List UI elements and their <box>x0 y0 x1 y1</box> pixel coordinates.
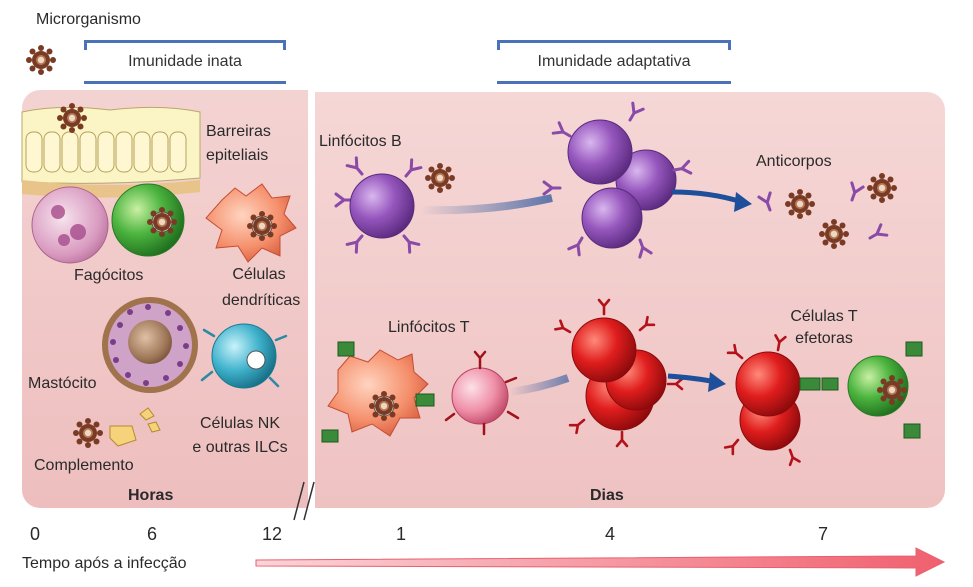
barriers-label: Barreiras epiteliais <box>206 120 271 168</box>
b-arrow-head <box>734 192 752 212</box>
complement-label: Complemento <box>34 457 134 474</box>
t-effector-label: Células T efetoras <box>778 306 870 350</box>
t-effector-line-2: efetoras <box>795 330 853 347</box>
phagocytes-label: Fagócitos <box>74 267 144 284</box>
t-flow-arrow <box>509 374 570 396</box>
tick-6: 6 <box>147 524 158 544</box>
adaptive-immunity-header: Imunidade adaptativa <box>497 40 731 84</box>
effector-t-cells <box>723 334 923 467</box>
epithelial-barrier <box>21 103 201 198</box>
barriers-line-2: epiteliais <box>206 147 269 164</box>
antibodies-label: Anticorpos <box>756 153 832 170</box>
t-lymphocyte <box>451 367 509 425</box>
axis-break <box>293 481 315 521</box>
complement-protein <box>109 425 137 447</box>
dendritic-label: Células dendríticas <box>222 262 301 314</box>
dendritic-cell <box>205 183 297 263</box>
tick-12: 12 <box>262 524 283 544</box>
dendritic-line-2: dendríticas <box>222 292 301 309</box>
t-lymphocyte-label: Linfócitos T <box>388 319 470 336</box>
microorganism-label: Microrganismo <box>36 11 141 28</box>
antigen-presenting-cell <box>321 341 435 443</box>
time-arrow <box>255 547 946 577</box>
tick-7-day: 7 <box>818 524 829 544</box>
mast-label: Mastócito <box>28 375 97 392</box>
adaptive-immunity-label: Imunidade adaptativa <box>537 53 691 70</box>
tick-1-day: 1 <box>396 524 407 544</box>
nk-line-1: Células NK <box>199 415 281 432</box>
nk-cell <box>211 323 277 389</box>
b-cell-cluster <box>542 101 693 259</box>
phagocyte-neutrophil <box>31 186 109 264</box>
days-label: Dias <box>590 487 624 504</box>
dendritic-line-1: Células <box>232 266 286 283</box>
innate-immunity-label: Imunidade inata <box>128 53 242 70</box>
hours-label: Horas <box>128 487 174 504</box>
b-lymphocyte <box>334 156 455 254</box>
time-axis-label: Tempo após a infecção <box>22 555 187 572</box>
b-lymphocyte-label: Linfócitos B <box>319 133 402 150</box>
nk-label: Células NK e outras ILCs <box>182 412 298 460</box>
b-flow-arrow <box>419 194 553 215</box>
nk-line-2: e outras ILCs <box>192 439 288 456</box>
antibodies-group <box>757 173 897 249</box>
innate-immunity-header: Imunidade inata <box>84 40 286 84</box>
t-cell-cluster <box>554 298 684 448</box>
complement-microbe-icon <box>73 418 103 448</box>
microorganism-icon <box>26 45 56 75</box>
tick-4-day: 4 <box>605 524 616 544</box>
tick-0: 0 <box>30 524 41 544</box>
t-effector-line-1: Células T <box>790 308 858 325</box>
barriers-line-1: Barreiras <box>206 123 271 140</box>
